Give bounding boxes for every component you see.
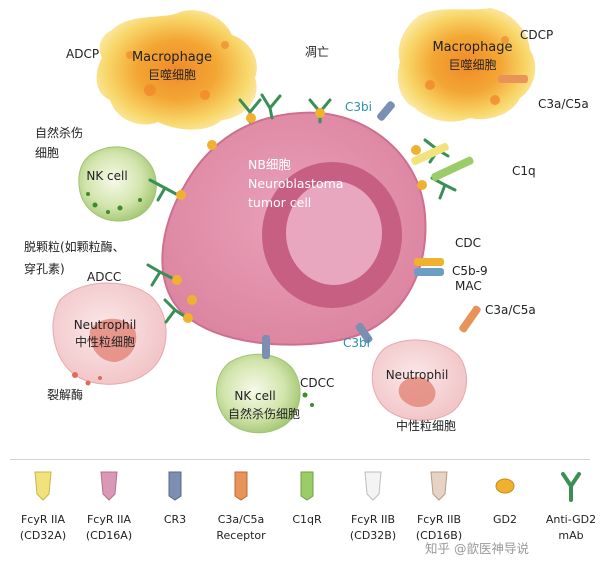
legend-sublabel xyxy=(269,528,345,544)
label-neutrophil-right: Neutrophil xyxy=(385,368,449,382)
fcyr-iib-cd16b-icon xyxy=(430,471,448,501)
anti-gd2-mab-icon xyxy=(561,472,581,502)
label-neutrophil-left-cn: 中性粒细胞 xyxy=(74,335,135,349)
label-macrophage-right-cn: 巨噬细胞 xyxy=(448,58,497,72)
label-mac: MAC xyxy=(455,279,482,293)
label-neutrophil-left: Neutrophil xyxy=(73,318,137,332)
legend-label: CR3 xyxy=(163,513,187,526)
legend-sublabel: Receptor xyxy=(216,529,266,542)
legend-sublabel xyxy=(137,528,213,544)
tumor-nucleus xyxy=(286,181,382,285)
fcyr-iia-cd16a-icon xyxy=(100,471,118,501)
label-cdcc: CDCC xyxy=(300,376,335,390)
legend-label: Anti-GD2 xyxy=(545,513,597,526)
watermark-text: 知乎 @歆医神导说 xyxy=(425,541,529,556)
neutrophil-right xyxy=(371,339,468,421)
macrophage-top-left xyxy=(96,10,257,130)
legend-item-c1qr: C1qR xyxy=(269,468,345,544)
c3a-c5a-receptor-icon xyxy=(234,471,248,501)
legend-label: C3a/C5a xyxy=(217,513,265,526)
label-c3bi-top: C3bi xyxy=(345,100,372,114)
legend-item-anti-gd2-mab: Anti-GD2 mAb xyxy=(533,468,600,544)
legend-sublabel: (CD16A) xyxy=(85,529,133,542)
legend-item-fcyr-iia-cd16a: FcyR IIA (CD16A) xyxy=(71,468,147,544)
label-macrophage-right: Macrophage xyxy=(432,40,513,55)
neuroblastoma-tumor-cell xyxy=(161,111,427,346)
legend-sublabel: (CD32B) xyxy=(349,529,397,542)
label-cdcp: CDCP xyxy=(520,28,554,42)
legend-label: FcyR IIA xyxy=(20,513,66,526)
legend-sublabel: mAb xyxy=(558,529,584,542)
label-nb-2: tumor cell xyxy=(248,195,312,210)
label-degranulation-2: 穿孔素) xyxy=(24,262,65,276)
label-lysozyme: 裂解酶 xyxy=(47,388,84,402)
label-nk-left-cn-2: 细胞 xyxy=(35,146,60,160)
gd2-markers xyxy=(172,108,427,323)
label-nk-bottom-cn: 自然杀伤细胞 xyxy=(227,407,300,421)
legend-label: FcyR IIB xyxy=(416,513,462,526)
label-apoptosis: 凋亡 xyxy=(305,45,330,59)
label-degranulation-1: 脱颗粒(如颗粒酶、 xyxy=(24,240,125,254)
label-macrophage-left-cn: 巨噬细胞 xyxy=(147,68,196,82)
legend-item-fcyr-iib-cd32b: FcyR IIB (CD32B) xyxy=(335,468,411,544)
label-cdc: CDC xyxy=(455,236,481,250)
label-adcp: ADCP xyxy=(66,47,100,61)
complement-proteins xyxy=(262,75,528,359)
nk-cell-left xyxy=(78,146,157,222)
label-nk-left: NK cell xyxy=(86,169,128,183)
label-macrophage-left: Macrophage xyxy=(131,50,213,65)
fcyr-iia-cd32a-icon xyxy=(34,471,52,501)
label-c5b9: C5b-9 xyxy=(452,264,488,278)
label-c3a-c5a-top: C3a/C5a xyxy=(538,97,589,111)
c1qr-icon xyxy=(300,471,314,501)
label-adcc: ADCC xyxy=(87,270,122,284)
legend-label: C1qR xyxy=(292,513,322,526)
legend-divider xyxy=(10,459,590,460)
legend-label: GD2 xyxy=(493,513,517,526)
neutrophil-left xyxy=(52,282,167,386)
legend-sublabel: (CD16B) xyxy=(415,529,463,542)
label-nk-left-cn-1: 自然杀伤 xyxy=(35,126,84,140)
legend-item-gd2: GD2 xyxy=(467,468,543,544)
macrophage-top-right xyxy=(397,8,536,122)
legend-item-fcyr-iia-cd32a: FcyR IIA (CD32A) xyxy=(5,468,81,544)
label-nb-1: Neuroblastoma xyxy=(248,176,344,191)
legend-sublabel: (CD32A) xyxy=(19,529,67,542)
legend-item-fcyr-iib-cd16b: FcyR IIB (CD16B) xyxy=(401,468,477,544)
legend-label: FcyR IIA xyxy=(86,513,132,526)
label-c1q: C1q xyxy=(512,164,536,178)
label-neutrophil-right-cn: 中性粒细胞 xyxy=(395,419,456,433)
label-nb-cell-cn: NB细胞 xyxy=(248,157,291,172)
label-nk-bottom: NK cell xyxy=(234,389,276,403)
fcyr-iib-cd32b-icon xyxy=(364,471,382,501)
gd2-icon xyxy=(495,478,515,494)
nk-cell-bottom xyxy=(215,353,314,434)
cr3-icon xyxy=(168,471,182,501)
label-c3a-c5a-right: C3a/C5a xyxy=(485,303,536,317)
legend-label: FcyR IIB xyxy=(350,513,396,526)
legend-item-cr3: CR3 xyxy=(137,468,213,544)
diagram-artwork xyxy=(52,8,536,434)
label-c3bi-bottom: C3bi xyxy=(343,336,370,350)
